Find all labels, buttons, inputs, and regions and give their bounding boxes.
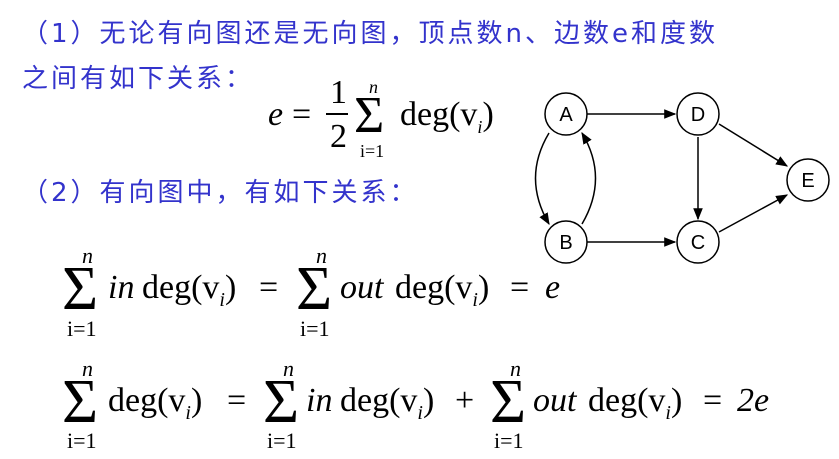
node-b-label: B [559, 232, 572, 254]
formula3-sigma-2: Σ [263, 368, 300, 436]
formula1-frac-den: 2 [330, 118, 347, 155]
formula1-close: ) [482, 96, 494, 133]
formula2-sigma-2: Σ [296, 255, 333, 323]
formula2-rhs: e [545, 269, 561, 306]
formula3-sum3-bottom: i=1 [494, 428, 524, 453]
formula3-sum3-top: n [510, 356, 521, 381]
formula2-sum1-top: n [82, 243, 93, 268]
formula1-sub: i [477, 116, 483, 137]
formula2-eq-1: = [259, 269, 279, 306]
formula3-plus: + [455, 382, 475, 419]
formula3-deg-1: deg(vi) [108, 384, 202, 423]
formula1-lhs: e [268, 96, 284, 133]
formula2-deg-2: deg(vi) [395, 271, 489, 310]
node-e-label: E [801, 170, 814, 192]
formula3-sum1-top: n [82, 356, 93, 381]
formula1-deg: deg(vi) [400, 98, 494, 136]
formula3-deg-3: deg(vi) [588, 384, 682, 423]
formula2-sub-1: i [219, 288, 225, 311]
text-line-1: （1）无论有向图还是无向图，顶点数n、边数e和度数 [22, 19, 719, 49]
node-c: C [676, 220, 720, 264]
text-line-2: 之间有如下关系： [22, 64, 255, 94]
formula3-out: out [533, 382, 577, 419]
formula2-close-1: ) [224, 269, 237, 306]
formula1-sum-top: n [369, 77, 378, 97]
formula3-rhs: 2e [737, 382, 770, 419]
node-a-label: A [559, 104, 573, 126]
edge-a-b [534, 132, 550, 226]
node-b: B [544, 220, 588, 264]
edge-c-e [718, 194, 789, 233]
edge-b-a [581, 131, 597, 225]
formula2-eq-2: = [510, 269, 530, 306]
formula3-sub-2: i [417, 401, 423, 424]
formula2-sum2-top: n [316, 243, 327, 268]
formula3-close-1: ) [190, 382, 203, 419]
formula2-sum2-bottom: i=1 [300, 316, 330, 341]
formula1-frac-bar [326, 113, 348, 115]
formula3-sub-1: i [185, 401, 191, 424]
formula3-sub-3: i [665, 401, 671, 424]
formula2-in: in [108, 269, 135, 306]
formula2-deg-1: deg(vi) [142, 271, 236, 310]
formula2-out: out [340, 269, 384, 306]
formula3-sum1-bottom: i=1 [67, 428, 97, 453]
formula3-deg1-text: deg(v [108, 382, 186, 419]
formula1-frac-num: 1 [330, 74, 347, 111]
node-e: E [786, 158, 830, 202]
formula3-close-3: ) [670, 382, 683, 419]
node-d-label: D [691, 104, 705, 126]
formula3-close-2: ) [422, 382, 435, 419]
text-line-3: （2）有向图中，有如下关系： [22, 178, 419, 208]
formula2-deg2-text: deg(v [395, 269, 473, 306]
formula2-sum1-bottom: i=1 [67, 316, 97, 341]
formula3-sigma-1: Σ [62, 368, 99, 436]
node-c-label: C [691, 232, 705, 254]
formula2-deg1-text: deg(v [142, 269, 220, 306]
formula3-sum2-top: n [283, 356, 294, 381]
formula3-sigma-3: Σ [490, 368, 527, 436]
formula3-eq-1: = [227, 382, 247, 419]
node-a: A [544, 92, 588, 136]
formula3-eq-2: = [703, 382, 723, 419]
formula1-sigma: Σ [354, 87, 385, 144]
formula1-term: deg(v [400, 96, 478, 133]
edge-d-e [718, 123, 789, 167]
formula3-deg-2: deg(vi) [340, 384, 434, 423]
formula2-sigma-1: Σ [62, 255, 99, 323]
formula1-eq: = [292, 96, 312, 133]
formula3-in: in [306, 382, 333, 419]
formula3-deg2-text: deg(v [340, 382, 418, 419]
formula3-sum2-bottom: i=1 [267, 428, 297, 453]
formula2-sub-2: i [472, 288, 478, 311]
node-d: D [676, 92, 720, 136]
formula1-sum-bottom: i=1 [360, 141, 385, 161]
formula3-deg3-text: deg(v [588, 382, 666, 419]
formula2-close-2: ) [477, 269, 490, 306]
